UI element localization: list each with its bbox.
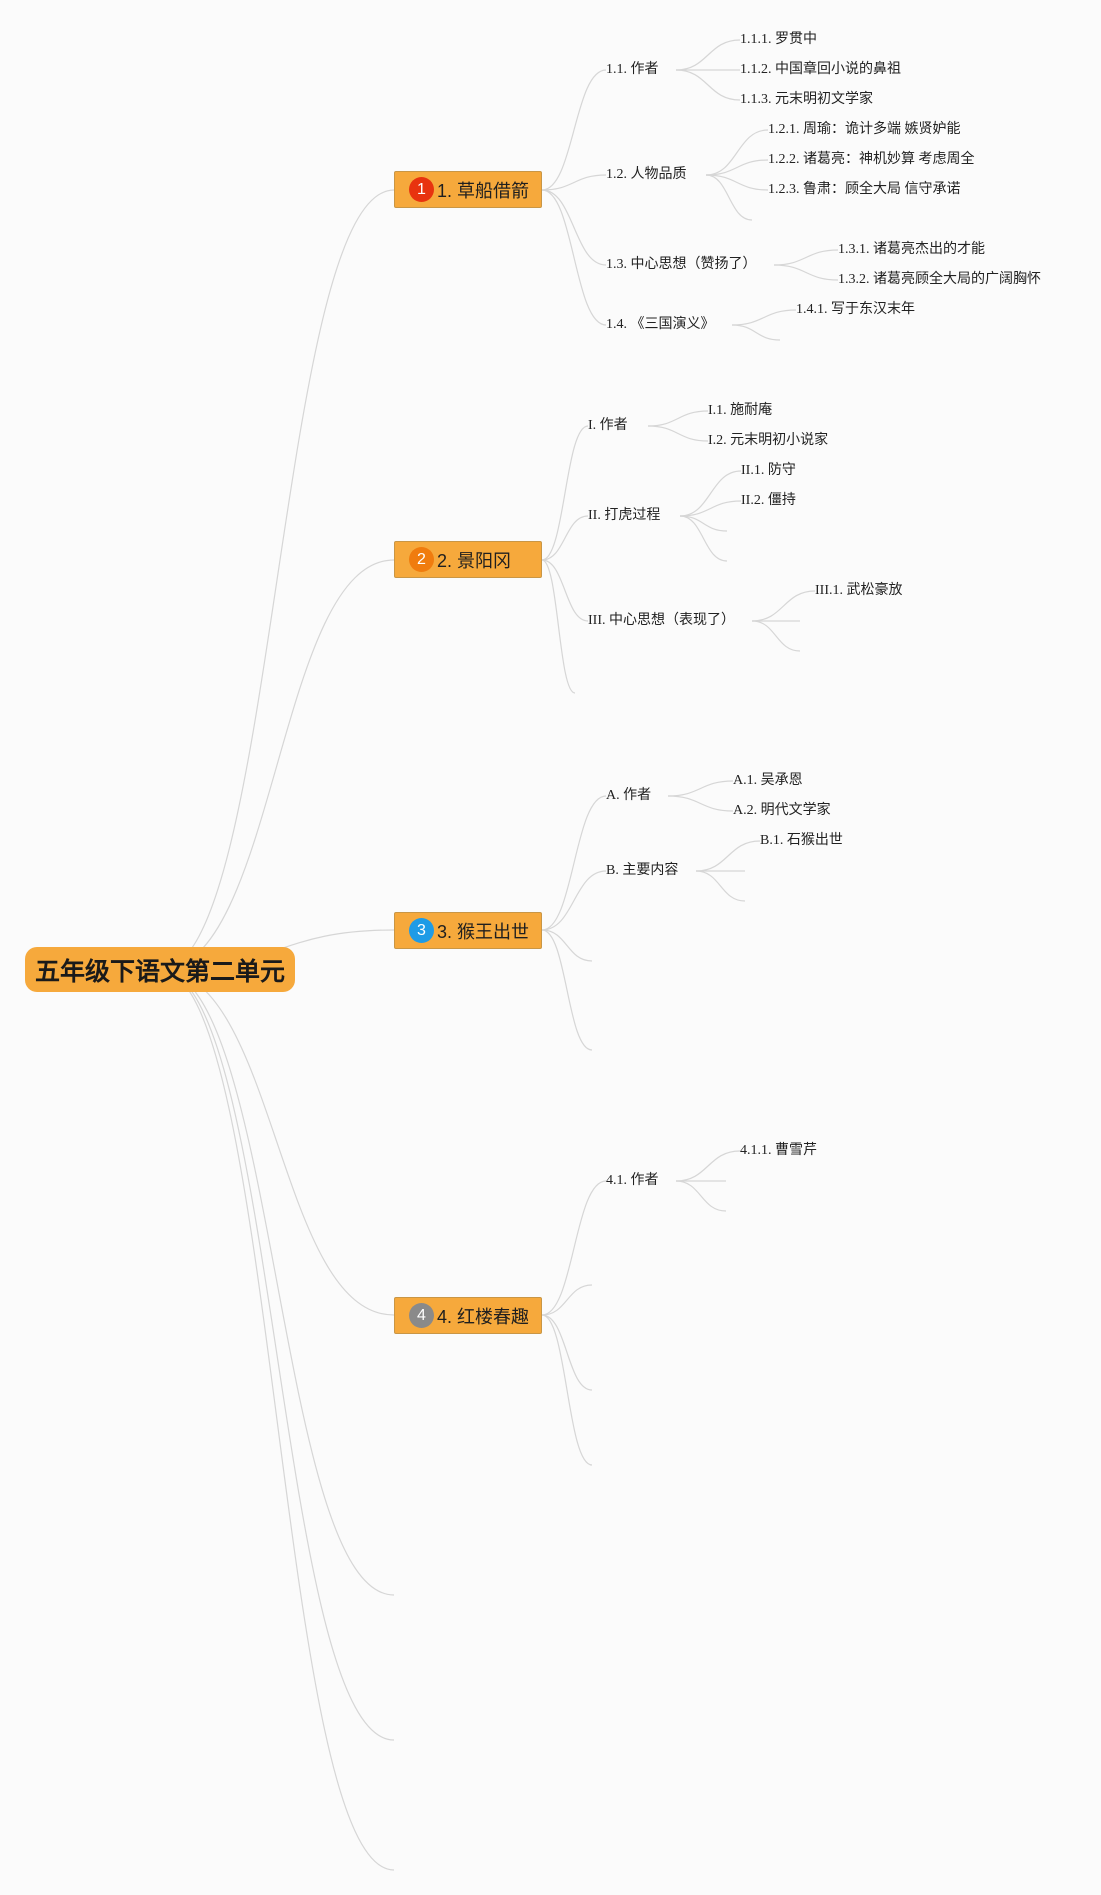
- topic-houwangchushi[interactable]: 3 3. 猴王出世: [394, 912, 542, 949]
- subtopic-item[interactable]: I.1. 施耐庵: [708, 403, 773, 418]
- subtopic-content[interactable]: B. 主要内容: [606, 863, 679, 878]
- subtopic-author[interactable]: A. 作者: [606, 788, 652, 803]
- subtopic-character[interactable]: 1.2. 人物品质: [606, 167, 687, 182]
- priority-2-icon: 2: [409, 547, 434, 572]
- topic-connector: [541, 425, 589, 561]
- topic-connector: [541, 189, 607, 326]
- topic-connector: [541, 559, 589, 622]
- branch-connector: [695, 870, 746, 902]
- root-connector: [159, 969, 395, 1871]
- branch-connector: [647, 425, 709, 442]
- root-topic-label: 五年级下语文第二单元: [34, 957, 285, 986]
- priority-4-icon: 4: [409, 1303, 434, 1328]
- subtopic-item[interactable]: 1.1.3. 元末明初文学家: [740, 92, 873, 107]
- subtopic-item[interactable]: A.2. 明代文学家: [733, 803, 831, 818]
- subtopic-item[interactable]: 1.2.2. 诸葛亮：神机妙算 考虑周全: [768, 152, 975, 167]
- topic-connector: [541, 1314, 593, 1466]
- root-connector: [159, 559, 395, 971]
- subtopic-item[interactable]: 1.2.3. 鲁肃：顾全大局 信守承诺: [768, 182, 961, 197]
- subtopic-book[interactable]: 1.4. 《三国演义》: [606, 317, 715, 332]
- branch-connector: [773, 249, 839, 266]
- topic-hongloucunqu[interactable]: 4 4. 红楼春趣: [394, 1297, 542, 1334]
- topic-label: 2. 景阳冈: [437, 550, 512, 571]
- root-connector: [159, 969, 395, 1316]
- topic-connector: [541, 174, 607, 191]
- subtopic-author[interactable]: I. 作者: [588, 418, 628, 433]
- topic-connector: [541, 929, 593, 1051]
- topic-connector: [541, 870, 607, 931]
- subtopic-item[interactable]: II.2. 僵持: [741, 493, 796, 508]
- topic-connector: [541, 559, 576, 694]
- topic-connector: [541, 69, 607, 191]
- branch-connector: [675, 1180, 727, 1212]
- root-connector: [159, 969, 395, 1596]
- branch-connector: [773, 264, 839, 281]
- branch-connector: [679, 470, 742, 517]
- subtopic-theme[interactable]: III. 中心思想（表现了）: [588, 613, 735, 628]
- branch-connector: [679, 500, 742, 517]
- branch-connector: [647, 410, 709, 427]
- root-topic[interactable]: 五年级下语文第二单元: [25, 947, 295, 992]
- topic-connector: [541, 1180, 607, 1316]
- branch-connector: [705, 174, 769, 191]
- branch-connector: [675, 69, 741, 101]
- priority-1-icon: 1: [409, 177, 434, 202]
- topic-connector: [541, 929, 593, 962]
- topic-connector: [541, 795, 607, 931]
- branch-connector: [667, 795, 734, 812]
- branch-connector: [731, 324, 781, 341]
- branch-connector: [731, 309, 797, 326]
- topic-connector: [541, 1314, 593, 1391]
- branch-connector: [679, 515, 728, 562]
- subtopic-author[interactable]: 4.1. 作者: [606, 1173, 659, 1188]
- branch-connector: [705, 174, 753, 221]
- root-connector: [159, 969, 395, 1741]
- topic-caochuanjiejian[interactable]: 1 1. 草船借箭: [394, 171, 542, 208]
- subtopic-item[interactable]: 4.1.1. 曹雪芹: [740, 1143, 817, 1158]
- branch-connector: [751, 590, 816, 622]
- subtopic-item[interactable]: 1.2.1. 周瑜：诡计多端 嫉贤妒能: [768, 122, 961, 137]
- branch-connector: [679, 515, 728, 532]
- branch-connector: [705, 159, 769, 176]
- subtopic-item[interactable]: 1.1.2. 中国章回小说的鼻祖: [740, 62, 901, 77]
- topic-connector: [541, 189, 607, 266]
- topic-connector: [541, 515, 589, 561]
- branch-connector: [695, 840, 761, 872]
- topic-connector: [541, 1284, 593, 1316]
- branch-connector: [751, 620, 801, 652]
- subtopic-item[interactable]: 1.1.1. 罗贯中: [740, 32, 817, 47]
- topic-label: 4. 红楼春趣: [437, 1306, 530, 1327]
- topic-label: 3. 猴王出世: [437, 921, 530, 942]
- root-connector: [159, 189, 395, 971]
- subtopic-item[interactable]: II.1. 防守: [741, 463, 796, 478]
- subtopic-item[interactable]: A.1. 吴承恩: [733, 773, 803, 788]
- subtopic-item[interactable]: 1.3.1. 诸葛亮杰出的才能: [838, 242, 985, 257]
- subtopic-process[interactable]: II. 打虎过程: [588, 508, 661, 523]
- subtopic-item[interactable]: III.1. 武松豪放: [815, 583, 903, 598]
- subtopic-item[interactable]: 1.4.1. 写于东汉末年: [796, 302, 915, 317]
- branch-connector: [675, 39, 741, 71]
- branch-connector: [667, 780, 734, 797]
- topic-jingyanggang[interactable]: 2 2. 景阳冈: [394, 541, 542, 578]
- branch-connector: [675, 1150, 741, 1182]
- subtopic-item[interactable]: 1.3.2. 诸葛亮顾全大局的广阔胸怀: [838, 272, 1041, 287]
- subtopic-item[interactable]: B.1. 石猴出世: [760, 833, 843, 848]
- subtopic-author[interactable]: 1.1. 作者: [606, 62, 659, 77]
- topic-label: 1. 草船借箭: [437, 180, 530, 201]
- subtopic-theme[interactable]: 1.3. 中心思想（赞扬了）: [606, 257, 757, 272]
- priority-3-icon: 3: [409, 918, 434, 943]
- branch-connector: [705, 129, 769, 176]
- subtopic-item[interactable]: I.2. 元末明初小说家: [708, 433, 829, 448]
